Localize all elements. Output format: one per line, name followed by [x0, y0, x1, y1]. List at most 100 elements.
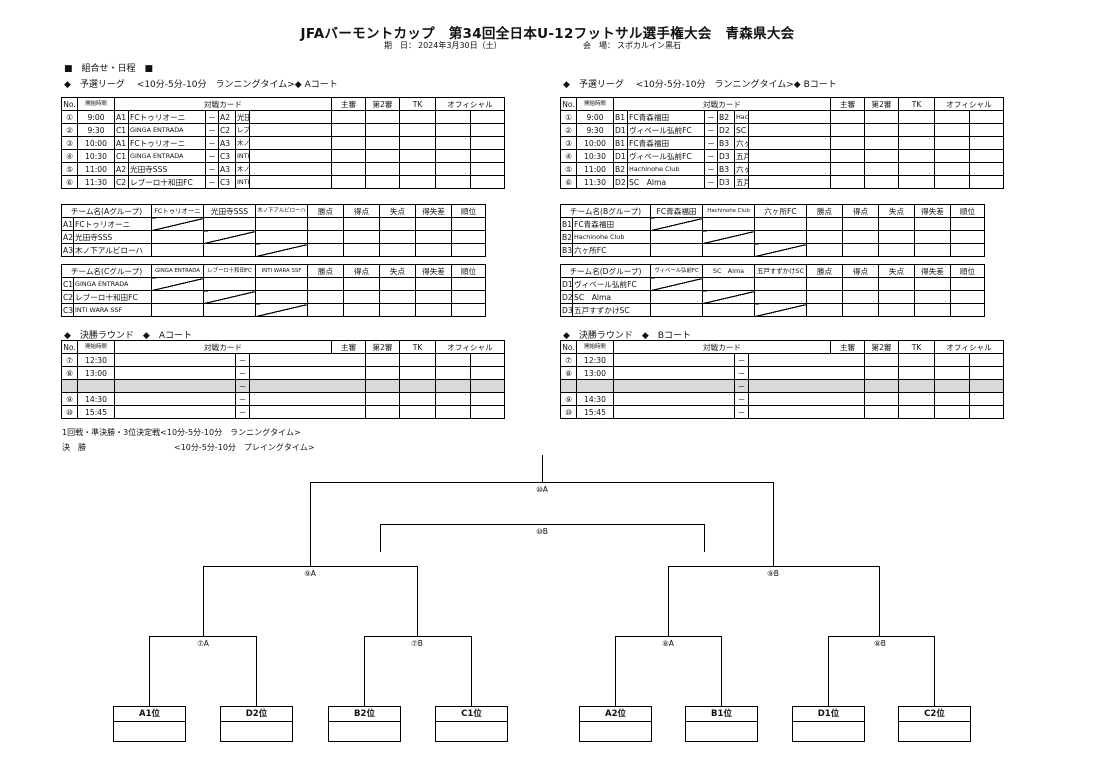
- away-team: INTI WARA SSF: [235, 175, 250, 189]
- stat-cell: [343, 217, 380, 231]
- col-match-card: 対戦カード: [114, 340, 332, 354]
- stat-col: 順位: [451, 204, 486, 218]
- referee-cell: [830, 149, 865, 163]
- vs-dash: －: [205, 162, 219, 176]
- opponent-col: INTI WARA SSF: [255, 264, 309, 278]
- result-cell: [754, 217, 808, 231]
- result-cell: [702, 277, 755, 291]
- result-cell: [151, 230, 204, 244]
- opponent-col: 木ノ下アルビローハ: [255, 204, 308, 218]
- stat-col: 順位: [950, 204, 986, 218]
- opponent-col: 六ヶ所FC: [754, 204, 808, 218]
- col-second-referee: 第2審: [864, 97, 899, 111]
- official-cell: [469, 123, 506, 137]
- team-name: ヴィベール弘前FC: [572, 277, 651, 291]
- stat-cell: [878, 277, 915, 291]
- home-slot: [613, 353, 735, 367]
- timekeeper-cell: [399, 175, 436, 189]
- away-team: 六ヶ所FC: [734, 162, 749, 176]
- team-name: 五戸すずかけSC: [572, 303, 651, 317]
- stat-cell: [878, 230, 916, 244]
- team-name: FCトゥリオーニ: [73, 217, 152, 231]
- official-cell: [469, 379, 506, 393]
- stat-cell: [415, 217, 452, 231]
- opponent-col: FCトゥリオーニ: [151, 204, 204, 218]
- official-cell: [469, 149, 506, 163]
- start-time: 12:30: [576, 353, 614, 367]
- away-team: 木ノ下アルビローハ: [235, 136, 250, 150]
- col-referee: 主審: [331, 97, 366, 111]
- stat-col: 勝点: [307, 264, 345, 278]
- official-cell: [435, 175, 471, 189]
- official-cell: [968, 123, 1005, 137]
- home-team: ヴィベール弘前FC: [627, 149, 705, 163]
- event-venue: スポカルイン黒石: [617, 41, 681, 50]
- result-cell: [754, 290, 807, 304]
- away-slot: [748, 392, 865, 406]
- opponent-col: 光田寺SSS: [203, 204, 256, 218]
- team-code: B2: [560, 230, 573, 244]
- referee-cell: [331, 110, 366, 124]
- official-cell: [469, 392, 506, 406]
- col-official: オフィシャル: [933, 340, 1005, 354]
- timekeeper-cell: [934, 366, 970, 380]
- team-code: C2: [61, 290, 74, 304]
- stat-cell: [415, 290, 453, 304]
- away-slot: [748, 366, 865, 380]
- group-title: チーム名(Bグループ): [559, 204, 652, 218]
- timekeeper-cell: [898, 149, 935, 163]
- team-code: C3: [61, 303, 74, 317]
- col-timekeeper: TK: [898, 97, 935, 111]
- stat-col: 順位: [451, 264, 487, 278]
- referee-cell: [830, 175, 865, 189]
- home-team: GINGA ENTRADA: [128, 149, 206, 163]
- stat-cell: [451, 230, 486, 244]
- stat-cell: [950, 230, 986, 244]
- section-heading: ■ 組合せ・日程 ■: [64, 64, 154, 74]
- second-referee-cell: [898, 392, 935, 406]
- result-cell: [650, 303, 703, 317]
- stat-col: 順位: [950, 264, 985, 278]
- stat-cell: [914, 290, 951, 304]
- start-time: 9:00: [77, 110, 115, 124]
- final-b-heading: ◆ 決勝ラウンド ◆ Bコート: [563, 331, 692, 341]
- stat-cell: [379, 290, 417, 304]
- stat-cell: [914, 217, 952, 231]
- stat-cell: [806, 243, 844, 257]
- stat-cell: [842, 217, 880, 231]
- vs-dash: －: [235, 379, 250, 393]
- match-no: ②: [560, 123, 577, 137]
- away-team: レブーロ十和田FC: [235, 123, 250, 137]
- vs-dash: －: [704, 110, 718, 124]
- official-cell: [469, 110, 506, 124]
- result-cell: [255, 303, 309, 317]
- team-code: A1: [61, 217, 74, 231]
- start-time: 10:30: [576, 149, 614, 163]
- col-match-card: 対戦カード: [613, 97, 831, 111]
- stat-cell: [343, 290, 381, 304]
- referee-cell: [331, 136, 366, 150]
- stat-cell: [842, 290, 879, 304]
- referee-cell: [830, 162, 865, 176]
- start-time: 11:30: [77, 175, 115, 189]
- match-no: ②: [61, 123, 78, 137]
- match-no: ⑥: [560, 175, 577, 189]
- official-cell: [968, 149, 1005, 163]
- col-second-referee: 第2審: [365, 340, 400, 354]
- official-cell: [435, 162, 471, 176]
- stat-cell: [343, 277, 381, 291]
- vs-dash: －: [734, 379, 749, 393]
- col-start-time: 開始時間: [77, 340, 115, 354]
- home-slot: [114, 353, 236, 367]
- referee-cell: [331, 149, 366, 163]
- away-slot: [249, 392, 366, 406]
- result-cell: [151, 217, 204, 231]
